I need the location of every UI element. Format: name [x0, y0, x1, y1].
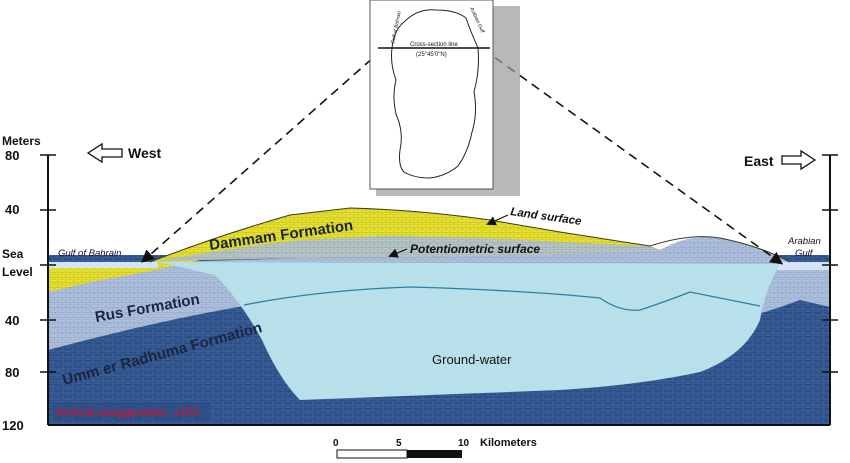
east-label: East [744, 153, 774, 169]
left-ticks [40, 154, 56, 373]
arabian-label: Arabian [787, 236, 821, 247]
qatar-outline [391, 9, 479, 179]
tick-label-40-top: 40 [5, 202, 19, 217]
land-surface-pointer [486, 214, 509, 226]
tick-label-120: 120 [2, 418, 24, 433]
axis-unit-label: Meters [2, 134, 41, 148]
inset-map: Gulf of Bahrain Arabian Gulf Cross-secti… [369, 0, 520, 196]
vertical-exaggeration-box [52, 403, 210, 420]
west-label: West [128, 145, 162, 161]
east-arrow-icon [781, 149, 817, 171]
tick-label-80-bottom: 80 [5, 365, 19, 380]
tick-label-level: Level [2, 265, 33, 279]
inset-coordinate: (25°45'0"N) [416, 52, 447, 58]
unsaturated-zone [150, 236, 660, 262]
scale-unit-label: Kilometers [480, 437, 537, 449]
groundwater-contour [243, 286, 761, 311]
land-surface-label: Land surface [510, 206, 583, 228]
potentiometric-pointer [388, 248, 408, 258]
projection-line-west [141, 48, 384, 263]
scale-label-5: 5 [396, 438, 402, 449]
right-ticks [822, 154, 838, 373]
gulf-label: Gulf [795, 248, 814, 259]
gulf-of-bahrain-label: Gulf of Bahrain [58, 248, 121, 259]
scale-bar: 0 5 10 Kilometers [333, 437, 537, 459]
land-surface-line [149, 207, 791, 263]
scale-label-10: 10 [458, 438, 470, 449]
scale-label-0: 0 [333, 438, 339, 449]
vertical-exaggeration-note: Vertical exaggeration, x100 [55, 405, 200, 419]
projection-line-east [482, 48, 784, 265]
gulf-water-right [775, 262, 830, 270]
tick-label-40-bottom: 40 [5, 313, 19, 328]
groundwater-body [158, 262, 780, 400]
gulf-water-left [48, 262, 158, 268]
tick-label-sea: Sea [2, 247, 24, 261]
tick-label-80-top: 80 [5, 148, 19, 163]
groundwater-label: Ground-water [432, 352, 512, 367]
potentiometric-surface-label: Potentiometric surface [410, 242, 540, 256]
west-arrow-icon [86, 142, 123, 164]
inset-cross-section-label: Cross-section line [410, 42, 458, 48]
